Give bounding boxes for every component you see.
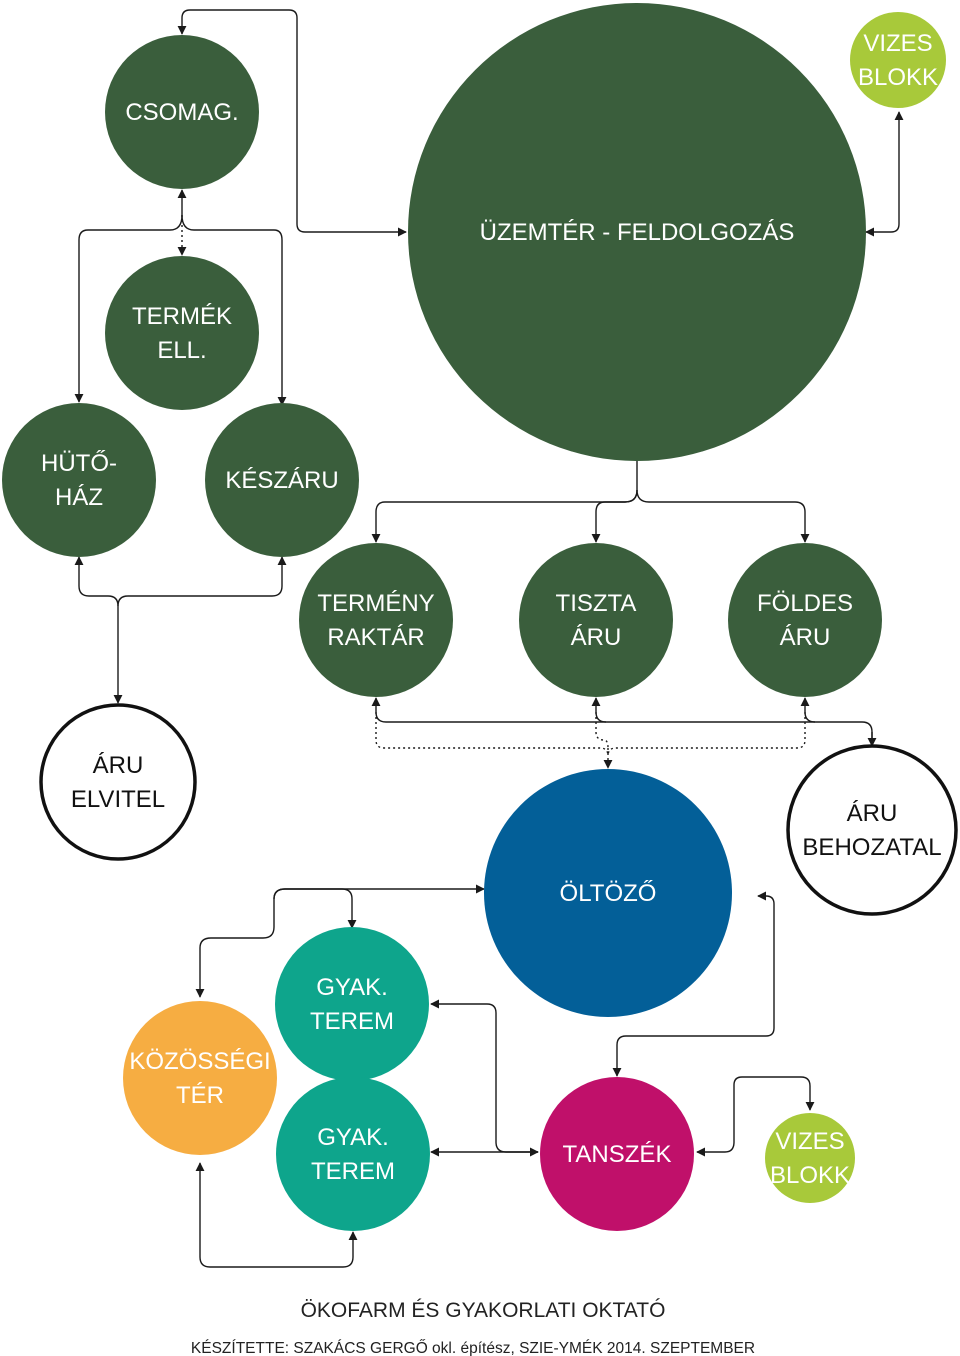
node-label-aru-elvitel-line-1: ÁRU [93, 752, 144, 779]
connector-uzemter-tiszta [591, 489, 638, 543]
connector-foldes-oltozo [607, 712, 806, 757]
node-label-termeny-raktar-line-2: RAKTÁR [327, 624, 424, 651]
node-label-hutohaz-line-1: HÜTŐ- [41, 450, 117, 477]
node-label-gyak-terem-1-line-2: TEREM [310, 1008, 394, 1035]
node-label-termek-ell-line-1: TERMÉK [132, 303, 232, 330]
connector-uzemter-foldes [636, 489, 810, 543]
connector-foldes-behozatal [800, 697, 816, 723]
node-circle-oltozo [484, 769, 732, 1017]
footer-title: ÖKOFARM ÉS GYAKORLATI OKTATÓ [301, 1299, 666, 1322]
node-label-hutohaz-line-2: HÁZ [55, 484, 103, 511]
node-circle-tanszek [540, 1077, 694, 1231]
node-label-foldes-aru-line-1: FÖLDES [757, 590, 853, 617]
node-label-vizes-blokk-bottom-line-1: VIZES [775, 1128, 844, 1155]
connector-keszaru-join [117, 556, 287, 607]
connector-termeny-oltozo [375, 712, 609, 757]
node-label-termeny-raktar-line-1: TERMÉNY [317, 590, 434, 617]
connector-oltozo-kozossegi [195, 926, 275, 998]
node-oltozo: ÖLTÖZŐ [484, 769, 732, 1017]
node-circle-termeny-raktar [299, 543, 453, 697]
node-label-vizes-blokk-top-line-1: VIZES [863, 30, 932, 57]
connector-hutohaz-join [74, 556, 119, 607]
node-label-oltozo-line-1: ÖLTÖZŐ [560, 880, 657, 907]
node-label-aru-behozatal-line-2: BEHOZATAL [802, 834, 941, 861]
node-termek-ell: TERMÉK ELL. [105, 256, 259, 410]
node-tiszta-aru: TISZTA ÁRU [519, 543, 673, 697]
connector-oltozo-gyak [273, 888, 357, 929]
node-circle-uzemter [408, 3, 866, 461]
connector-tiszta-behozatal [591, 697, 607, 723]
connector-gyak1-tanszek [430, 999, 538, 1153]
node-label-gyak-terem-2-line-1: GYAK. [317, 1124, 389, 1151]
node-label-kozossegi-ter-line-1: KÖZÖSSÉGI [129, 1048, 270, 1075]
node-label-termek-ell-line-2: ELL. [157, 337, 206, 364]
connector-oltozo-tanszek [612, 891, 775, 1077]
node-label-vizes-blokk-top-line-2: BLOKK [858, 64, 938, 91]
node-label-tiszta-aru-line-1: TISZTA [556, 590, 637, 617]
nodes: CSOMAG. ÜZEMTÉR - FELDOLGOZÁS VIZES BLOKK TE… [2, 3, 958, 1231]
node-label-tanszek-line-1: TANSZÉK [563, 1141, 672, 1168]
connector-csomag-uzemter [177, 9, 407, 237]
node-uzemter: ÜZEMTÉR - FELDOLGOZÁS [408, 3, 866, 461]
node-label-kozossegi-ter-line-2: TÉR [176, 1082, 224, 1109]
node-gyak-terem-2: GYAK. TEREM [276, 1077, 430, 1231]
connector-termeny-behozatal [371, 697, 873, 746]
node-vizes-blokk-bottom: VIZES BLOKK [765, 1113, 855, 1203]
node-circle-foldes-aru [728, 543, 882, 697]
node-keszaru: KÉSZÁRU [205, 403, 359, 557]
node-circle-tiszta-aru [519, 543, 673, 697]
connector-kozossegi-gyak2 [195, 1162, 358, 1268]
connector-uzemter-termeny [371, 489, 638, 543]
node-circle-gyak-terem-2 [276, 1077, 430, 1231]
node-circle-csomag [105, 35, 259, 189]
connector-csomag-keszaru [181, 214, 287, 406]
node-label-uzemter-line-1: ÜZEMTÉR - FELDOLGOZÁS [480, 219, 795, 246]
node-label-vizes-blokk-bottom-line-2: BLOKK [770, 1162, 850, 1189]
node-aru-behozatal: ÁRU BEHOZATAL [786, 744, 958, 916]
node-circle-aru-elvitel [39, 703, 197, 861]
connector-uzemter-vizes [865, 111, 904, 237]
node-label-tiszta-aru-line-2: ÁRU [571, 624, 622, 651]
node-label-aru-elvitel-line-2: ELVITEL [71, 786, 165, 813]
node-gyak-terem-1: GYAK. TEREM [275, 927, 429, 1081]
connector-oltozo-stem [273, 884, 485, 927]
node-circle-aru-behozatal [786, 744, 958, 916]
node-circle-vizes-blokk-top [850, 12, 946, 108]
node-label-aru-behozatal-line-1: ÁRU [847, 800, 898, 827]
connector-tanszek-vizes [696, 1076, 815, 1157]
node-kozossegi-ter: KÖZÖSSÉGI TÉR [123, 1001, 277, 1155]
node-vizes-blokk-top: VIZES BLOKK [850, 12, 946, 108]
node-foldes-aru: FÖLDES ÁRU [728, 543, 882, 697]
node-label-keszaru-line-1: KÉSZÁRU [225, 467, 338, 494]
node-label-csomag-line-1: CSOMAG. [125, 99, 238, 126]
node-circle-keszaru [205, 403, 359, 557]
node-circle-gyak-terem-1 [275, 927, 429, 1081]
node-label-gyak-terem-1-line-1: GYAK. [316, 974, 388, 1001]
node-termeny-raktar: TERMÉNY RAKTÁR [299, 543, 453, 697]
connectors [74, 9, 904, 1268]
node-label-gyak-terem-2-line-2: TEREM [311, 1158, 395, 1185]
node-csomag: CSOMAG. [105, 35, 259, 189]
node-hutohaz: HÜTŐ- HÁZ [2, 403, 156, 557]
node-aru-elvitel: ÁRU ELVITEL [39, 703, 197, 861]
node-circle-hutohaz [2, 403, 156, 557]
node-label-foldes-aru-line-2: ÁRU [780, 624, 831, 651]
node-circle-vizes-blokk-bottom [765, 1113, 855, 1203]
node-circle-kozossegi-ter [123, 1001, 277, 1155]
footer-credit: KÉSZÍTETTE: SZAKÁCS GERGŐ okl. építész, … [191, 1340, 755, 1356]
node-tanszek: TANSZÉK [540, 1077, 694, 1231]
connector-csomag-hutohaz [74, 214, 183, 403]
node-circle-termek-ell [105, 256, 259, 410]
